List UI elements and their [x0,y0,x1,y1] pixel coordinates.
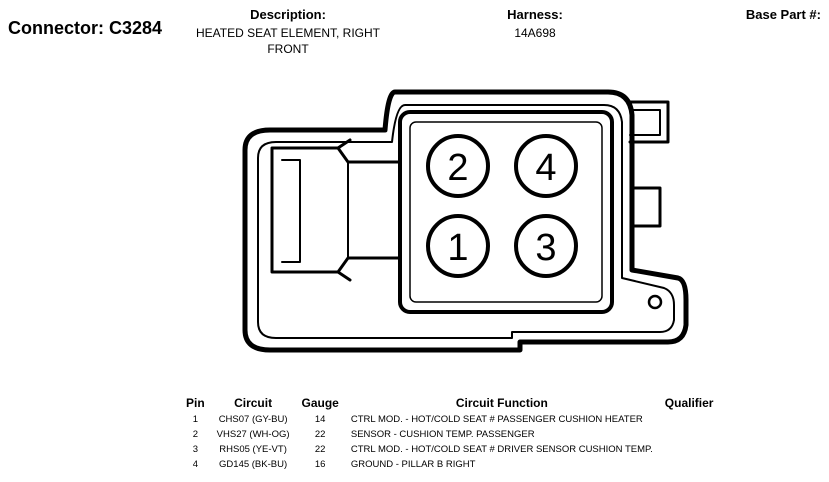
row-pin: 2 [192,429,198,440]
row-pin: 1 [192,414,198,425]
row-pin: 4 [192,459,198,470]
header-circuit: Circuit [234,396,273,410]
side-key-right [630,186,662,228]
pin-4-label: 4 [535,147,556,189]
pin-1-label: 1 [447,227,468,269]
base-part-heading: Base Part #: [745,7,821,22]
row-circuit: VHS27 (WH-OG) [216,429,290,440]
pin-cavity-block-inner [409,121,603,303]
connector-label: Connector: C3284 [8,18,163,38]
mounting-hole [647,294,663,310]
pin-3-circle [514,214,578,278]
description-value: HEATED SEAT ELEMENT, RIGHT FRONT [195,26,381,56]
row-pin: 3 [192,444,198,455]
pin-3-label: 3 [535,227,556,269]
table-row: 2 VHS27 (WH-OG) 22 SENSOR - CUSHION TEMP… [180,427,719,442]
pin-2-circle [426,134,490,198]
locking-latch-left [270,146,402,274]
pin-4-circle [514,134,578,198]
row-circuit: CHS07 (GY-BU) [218,414,288,425]
table-row: 4 GD145 (BK-BU) 16 GROUND - PILLAR B RIG… [180,457,719,472]
connector-housing-inner-outline [257,104,675,339]
row-gauge: 22 [314,444,326,455]
harness-heading: Harness: [507,7,563,22]
row-qualifier [659,442,720,457]
description-heading: Description: [250,7,326,22]
locking-latch-left-inner [281,159,349,263]
header-pin: Pin [186,396,205,410]
pinout-header-row: Pin Circuit Gauge Circuit Function Quali… [180,396,719,412]
table-row: 1 CHS07 (GY-BU) 14 CTRL MOD. - HOT/COLD … [180,412,719,427]
latch-ramp [336,138,352,282]
header-qualifier: Qualifier [664,396,714,410]
row-qualifier [659,412,720,427]
row-gauge: 22 [314,429,326,440]
header-gauge: Gauge [301,396,339,410]
latch-tab-right-inner [629,109,661,136]
row-gauge: 16 [314,459,326,470]
pin-cavity-block [398,110,614,314]
latch-tab-right [628,100,670,144]
row-circuit: GD145 (BK-BU) [219,459,288,470]
row-function: CTRL MOD. - HOT/COLD SEAT # DRIVER SENSO… [350,444,653,455]
pinout-table: Pin Circuit Gauge Circuit Function Quali… [180,396,719,472]
header-circuit-function: Circuit Function [455,396,548,410]
row-function: GROUND - PILLAR B RIGHT [350,459,476,470]
row-gauge: 14 [314,414,326,425]
harness-value: 14A698 [514,26,556,40]
pin-1-circle [426,214,490,278]
row-circuit: RHS05 (YE-VT) [219,444,287,455]
pin-2-label: 2 [447,147,468,189]
row-function: SENSOR - CUSHION TEMP. PASSENGER [350,429,535,440]
row-qualifier [659,427,720,442]
connector-housing-outline [242,89,689,353]
row-function: CTRL MOD. - HOT/COLD SEAT # PASSENGER CU… [350,414,643,425]
table-row: 3 RHS05 (YE-VT) 22 CTRL MOD. - HOT/COLD … [180,442,719,457]
row-qualifier [659,457,720,472]
